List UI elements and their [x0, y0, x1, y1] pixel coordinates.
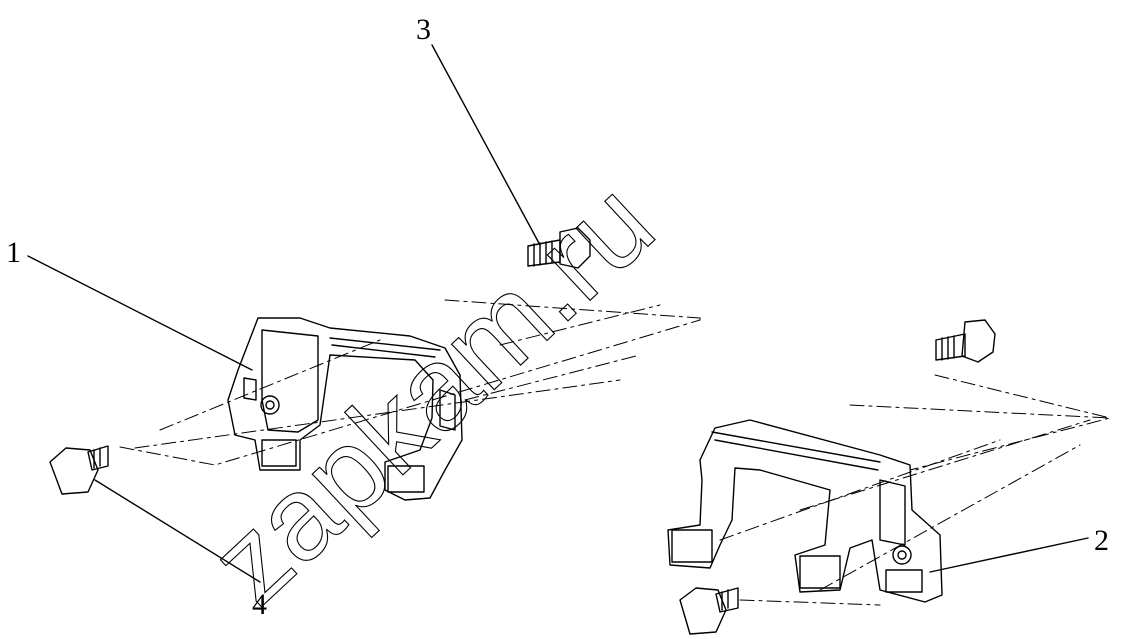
callout-label-3: 3 — [416, 13, 431, 46]
bolt-right-bottom — [679, 587, 739, 635]
leader-line-1 — [27, 255, 253, 371]
axis-lines-right — [719, 374, 1111, 606]
bolt-part-4 — [49, 445, 109, 495]
bolt-right-top — [935, 319, 996, 363]
bracket-part-1 — [227, 317, 463, 501]
callout-label-4: 4 — [252, 588, 267, 621]
callout-label-2: 2 — [1094, 524, 1109, 557]
bracket-part-2 — [667, 419, 943, 603]
leader-line-3 — [431, 44, 541, 246]
leader-line-2 — [929, 537, 1089, 573]
axis-lines-left — [119, 299, 701, 466]
leader-line-4 — [94, 479, 261, 583]
callout-label-1: 1 — [6, 236, 21, 269]
bolt-part-3 — [527, 227, 591, 269]
